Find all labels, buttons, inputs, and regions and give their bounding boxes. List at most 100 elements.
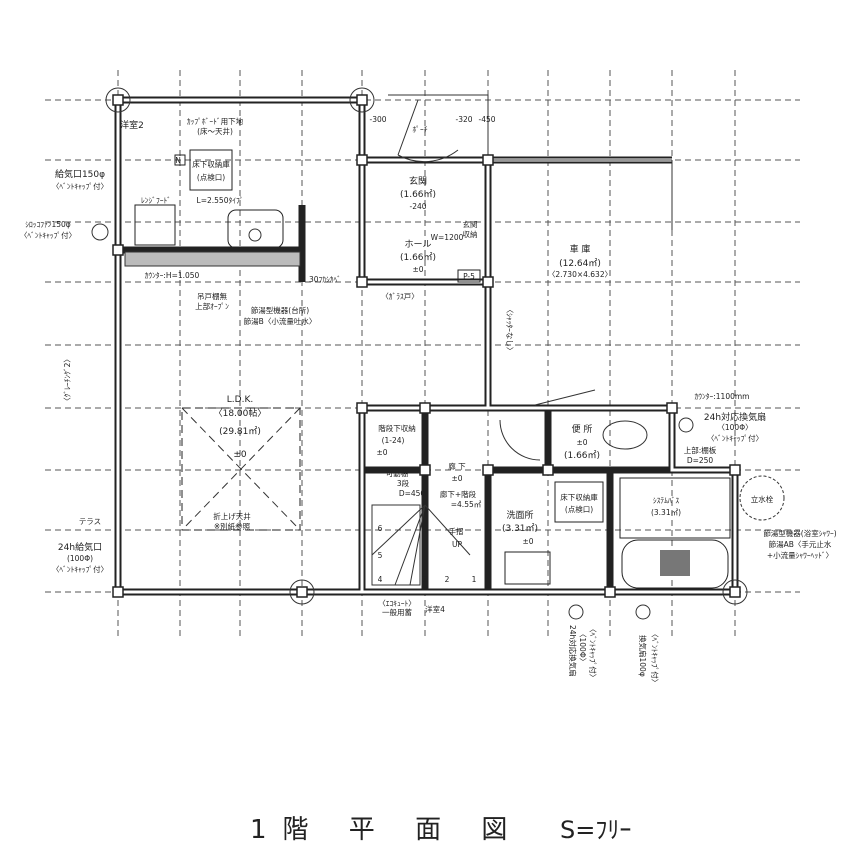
stair-storage-level: ±0 [376,448,387,457]
sink [227,209,284,249]
garage-dim: 〈2.730×4.632〉 [548,270,612,279]
kitchen-type: L=2.550ﾀｲﾌﾟ [197,196,244,205]
terrace: テラス [79,517,101,526]
washroom-area: (3.31㎡) [502,523,538,534]
glass-door: 〈ｶﾞﾗｽ戸〉 [381,292,419,301]
underfloor-bath-1: 床下収納庫 [560,492,598,502]
wall-30: 30ﾌｶｼｶﾍﾞ [309,275,341,284]
counter-1100: ｶｳﾝﾀｰ:1100mm [695,392,750,401]
porch-level-2: -320 [455,115,472,124]
pillar-label: P-5 [463,272,475,281]
genkan-name: 玄関 [409,175,427,187]
counter-height: ｶｳﾝﾀｰ:H=1.050 [145,271,200,280]
porch-level-3: -450 [478,115,495,124]
washroom-name: 洗面所 [506,509,533,521]
genkan-area: (1.66㎡) [400,189,436,200]
ldk-ceiling-1: 折上げ天井 [213,511,251,521]
toilet-area: (1.66㎡) [564,450,600,461]
genkan-storage-1: 玄関 [463,219,478,229]
stairs-up: UP [452,540,462,549]
shelf-top-1: 上部:棚板 [684,445,717,455]
cupboard-1: ｶｯﾌﾟﾎﾞｰﾄﾞ用下地 [187,116,244,126]
ldk-ceiling-2: ※別紙参照 [214,521,251,531]
no-cabinet-2: 上部ｵｰﾌﾟﾝ [195,301,229,311]
washroom-level: ±0 [522,537,533,546]
air-24h-1: 24h給気口 [58,541,102,553]
cupboard-2: (床〜天井) [197,126,233,136]
shelf-3: D=450 [399,489,426,498]
corridor-name: 廊 下 [448,461,466,471]
label-yoshitsu2: 洋室2 [120,119,144,131]
ldk-level: ±0 [233,450,247,460]
water-bath-3: +小流量ｼｬﾜｰﾍｯﾄﾞ〉 [767,550,833,560]
bottom-fan-3: 〈ﾍﾞﾝﾄｷｬｯﾌﾟ付〉 [588,625,598,681]
genkan-level: -240 [409,202,426,211]
stair-step-5: 5 [378,551,383,560]
bottom-fan-2: 〈100Φ〉 [578,630,587,665]
stove [134,204,176,246]
air-24h-2: (100Φ) [67,554,93,563]
hall-level: ±0 [412,265,423,274]
garage-name: 車 庫 [570,243,591,255]
air-24h-3: 〈ﾍﾞﾝﾄｷｬｯﾌﾟ付〉 [52,564,108,574]
ldk-name: L.D.K. [227,395,253,405]
bottom-fan-5: 〈ﾍﾞﾝﾄｷｬｯﾌﾟ付〉 [650,630,660,686]
shelf-1: 可動棚 [386,468,409,478]
stair-step-6: 6 [378,524,383,533]
air-inlet-2: 〈ﾍﾞﾝﾄｷｬｯﾌﾟ付〉 [52,181,108,191]
stair-step-2: 2 [445,575,450,584]
bottom-fan-4: 換気扇100φ [638,635,648,677]
corridor-stairs-1: 廊下+階段 [440,489,477,499]
stair-step-4: 4 [378,575,383,584]
fan-24h-1: 24h対応換気扇 [704,411,766,423]
annotations: ｶｯﾌﾟﾎﾞｰﾄﾞ用下地 (床〜天井) N 床下収納庫 (点検口) ﾚﾝｼﾞﾌｰ… [20,116,837,686]
label-yoshitsu4: 洋室4 [425,604,445,614]
hall-area: (1.66㎡) [400,252,436,263]
room-labels: 洋室2 L.D.K. 〈18.00帖〉 (29.81㎡) ±0 折上げ天井 ※別… [79,115,681,614]
underfloor-storage-kitchen [189,149,233,191]
corridor-stairs-2: =4.55㎡ [451,500,482,509]
left-vertical-note: 〈ｸﾞﾚｰﾁﾝｸﾞ2〉 [63,355,72,405]
porch-level-1: -300 [369,115,386,124]
stair-storage: 階段下収納 [378,423,416,433]
stair-step-3: 3 [422,575,427,584]
door-width: W=1200 [431,233,464,242]
stair-storage-size: (1-24) [382,436,405,445]
water-bath-1: 節湯型機器(浴室ｼｬﾜｰ) [763,528,836,538]
shutter-none: 〈ｼｬｯﾀｰなし〉 [505,306,514,355]
columns [105,87,748,605]
toilet-level: ±0 [576,438,587,447]
bath-name: ｼｽﾃﾑﾊﾞｽ [653,496,679,505]
water-bath-2: 節湯AB〈手元止水 [769,539,832,549]
toilet-name: 便 所 [572,423,593,435]
fan-24h-3: 〈ﾍﾞﾝﾄｷｬｯﾌﾟ付〉 [707,433,763,443]
corridor-level: ±0 [451,474,462,483]
fixtures [91,99,785,620]
drawing-scale: S=ﾌﾘｰ [560,816,631,844]
eco-cute-1: 〈ｴｺｷｭｰﾄ〉 [378,599,416,608]
no-cabinet-1: 吊戸棚無 [197,291,227,301]
garage-area: (12.64㎡) [559,258,601,269]
water-tap: 立水栓 [751,494,774,504]
sirocco-2: 〈ﾍﾞﾝﾄｷｬｯﾌﾟ付〉 [20,230,76,240]
fan-24h-2: 〈100Φ〉 [717,423,752,432]
underfloor-kitchen-2: (点検口) [197,172,225,182]
water-kitchen-2: 節湯B〈小流量吐水〉 [244,316,317,326]
ldk-area: (29.81㎡) [219,426,261,437]
bottom-fan-1: 24h対応換気扇 [568,625,578,677]
handrail: 手摺 [449,526,464,536]
north-mark: N [175,156,181,165]
genkan-storage-2: 収納 [463,229,478,239]
bath-area: (3.31㎡) [651,508,681,517]
air-inlet-1: 給気口150φ [55,168,105,180]
shelf-top-2: D=250 [687,456,714,465]
eco-cute-2: 一般用蓄 [382,607,412,617]
hall-name: ホール [404,239,431,250]
shelf-2: 3段 [397,478,410,488]
underfloor-kitchen-1: 床下収納庫 [192,159,230,169]
porch: ﾎﾟｰﾁ [413,125,428,134]
sirocco-1: ｼﾛｯｺﾌｧﾝ150φ [25,220,71,229]
water-kitchen-1: 節湯型機器(台所) [251,305,309,315]
range-hood: ﾚﾝｼﾞﾌｰﾄﾞ [141,196,171,205]
